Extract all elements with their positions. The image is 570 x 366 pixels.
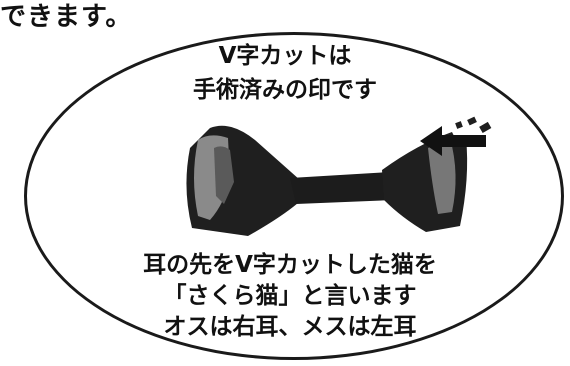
cat-ears-illustration — [186, 116, 492, 236]
left-ear-shape — [186, 125, 300, 236]
v-cut-fragments — [455, 116, 492, 133]
caption-line-2: 「さくら猫」と言います — [163, 283, 417, 309]
heading-line-1: V字カットは — [218, 43, 352, 69]
head-bridge-shape — [290, 172, 394, 204]
caption-line-3: オスは右耳、メスは左耳 — [163, 314, 417, 340]
caption-line-1: 耳の先をV字カットした猫を — [143, 252, 437, 278]
heading-line-2: 手術済みの印です — [193, 77, 377, 103]
right-ear-shape — [382, 132, 468, 232]
left-arrow-icon — [420, 126, 486, 156]
previous-text-fragment: できます。 — [0, 2, 133, 32]
